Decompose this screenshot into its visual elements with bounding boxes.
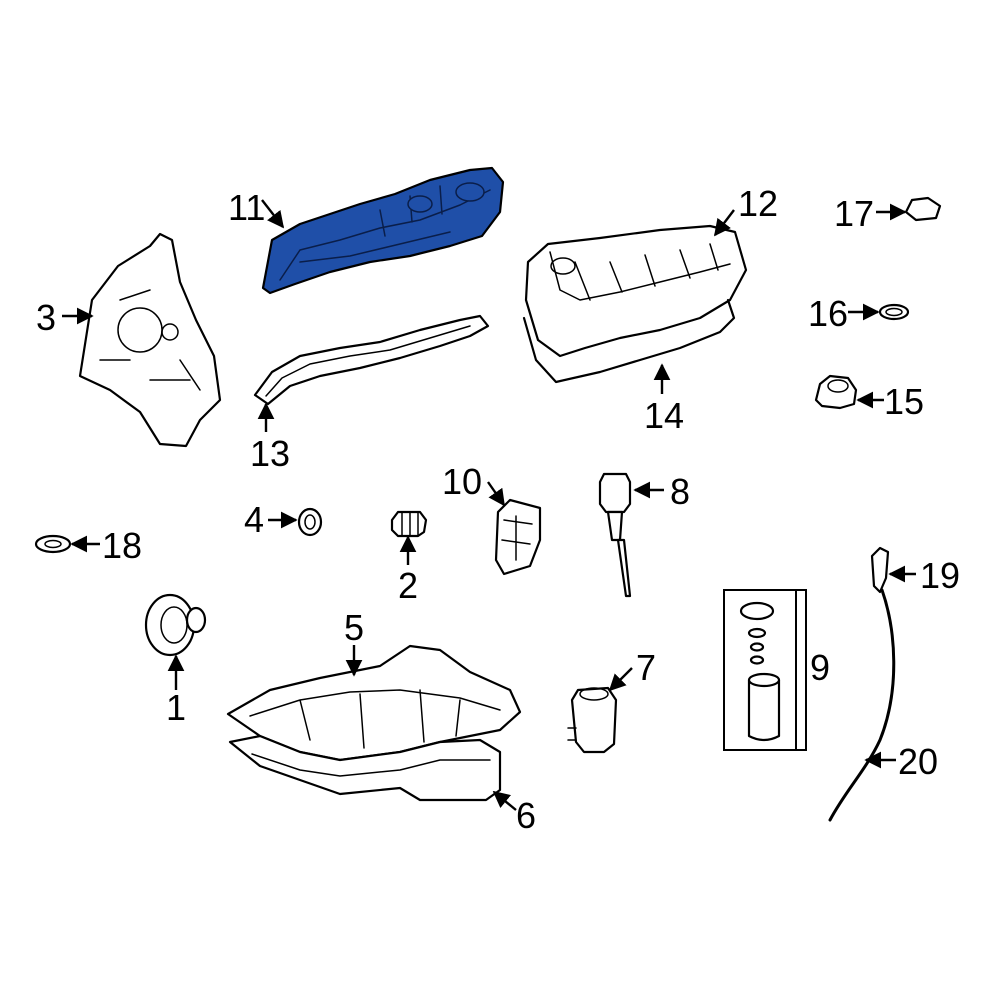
callout-12: 12 xyxy=(738,183,778,224)
part-19-dipstick-handle[interactable] xyxy=(870,546,890,594)
part-2-plug[interactable] xyxy=(390,510,428,538)
part-4-seal[interactable] xyxy=(297,507,323,537)
callout-15: 15 xyxy=(884,381,924,422)
callout-16: 16 xyxy=(808,293,848,334)
callout-11: 11 xyxy=(228,187,265,228)
part-11-valve-cover[interactable] xyxy=(261,166,505,295)
callout-arrows xyxy=(62,199,916,811)
part-15-filler-neck[interactable] xyxy=(814,374,858,410)
callout-7: 7 xyxy=(636,647,656,688)
callout-5: 5 xyxy=(344,607,364,648)
part-20-dipstick-tube[interactable] xyxy=(828,588,896,822)
part-9-filter-kit[interactable] xyxy=(723,589,797,751)
callout-1: 1 xyxy=(166,687,186,728)
callout-19: 19 xyxy=(920,555,960,596)
part-12-valve-cover[interactable] xyxy=(524,224,748,358)
callout-10: 10 xyxy=(442,461,482,502)
callout-8: 8 xyxy=(670,471,690,512)
callout-20: 20 xyxy=(898,741,938,782)
callout-9: 9 xyxy=(810,647,830,688)
part-7-filter-housing[interactable] xyxy=(567,686,618,754)
part-13-gasket[interactable] xyxy=(253,314,490,406)
callout-13: 13 xyxy=(250,433,290,474)
part-3-timing-cover[interactable] xyxy=(78,232,222,448)
callout-6: 6 xyxy=(516,795,536,836)
part-18-washer[interactable] xyxy=(34,534,72,554)
callout-17: 17 xyxy=(834,193,874,234)
callout-3: 3 xyxy=(36,297,56,338)
part-1-pulley[interactable] xyxy=(144,593,207,657)
callout-14: 14 xyxy=(644,395,684,436)
callout-18: 18 xyxy=(102,525,142,566)
part-10-sensor[interactable] xyxy=(494,498,542,576)
part-8-oil-level-sensor[interactable] xyxy=(598,472,632,598)
part-17-cap[interactable] xyxy=(904,196,942,222)
part-16-o-ring[interactable] xyxy=(878,303,910,321)
callout-4: 4 xyxy=(244,499,264,540)
part-14-gasket[interactable] xyxy=(522,298,736,384)
callout-labels: 11 12 3 13 14 17 16 15 10 8 4 18 2 19 1 … xyxy=(36,183,960,836)
callout-2: 2 xyxy=(398,565,418,606)
part-6-lower-oil-pan[interactable] xyxy=(228,734,502,802)
